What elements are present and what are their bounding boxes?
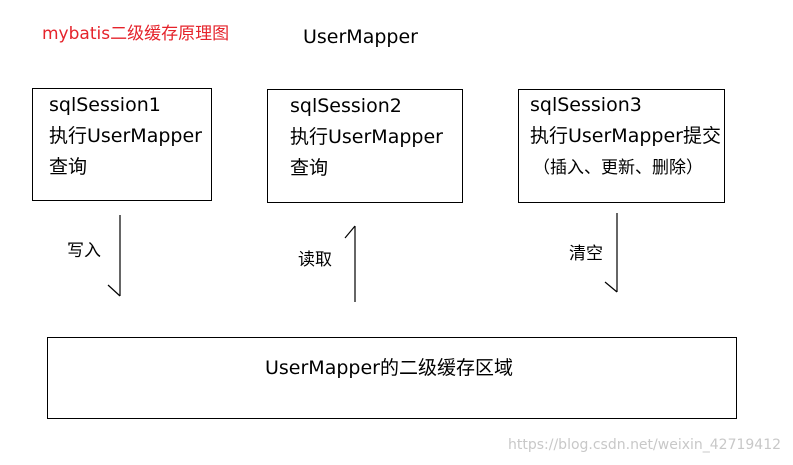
write-label: 写入: [67, 241, 101, 261]
session-3-detail: （插入、更新、删除）: [533, 158, 703, 178]
session-2-name: sqlSession2: [290, 95, 402, 117]
session-2-detail: 查询: [290, 157, 329, 179]
session-box-1: sqlSession1 执行UserMapper 查询: [32, 88, 212, 201]
read-label: 读取: [298, 250, 332, 270]
session-1-action: 执行UserMapper: [49, 125, 202, 147]
session-box-2: sqlSession2 执行UserMapper 查询: [267, 89, 463, 203]
session-1-name: sqlSession1: [49, 94, 161, 116]
session-3-action: 执行UserMapper提交: [530, 125, 721, 147]
session-box-3: sqlSession3 执行UserMapper提交 （插入、更新、删除）: [518, 89, 725, 203]
cache-area-label: UserMapper的二级缓存区域: [265, 357, 513, 379]
mapper-title: UserMapper: [303, 26, 418, 48]
write-arrow: [107, 215, 121, 297]
clear-label: 清空: [569, 244, 603, 264]
session-2-action: 执行UserMapper: [290, 126, 443, 148]
watermark: https://blog.csdn.net/weixin_42719412: [508, 437, 782, 453]
clear-arrow: [604, 213, 618, 293]
cache-area-box: UserMapper的二级缓存区域: [47, 337, 737, 419]
read-arrow: [344, 225, 356, 302]
session-1-detail: 查询: [49, 156, 88, 178]
session-3-name: sqlSession3: [530, 94, 642, 116]
diagram-title: mybatis二级缓存原理图: [42, 24, 230, 44]
